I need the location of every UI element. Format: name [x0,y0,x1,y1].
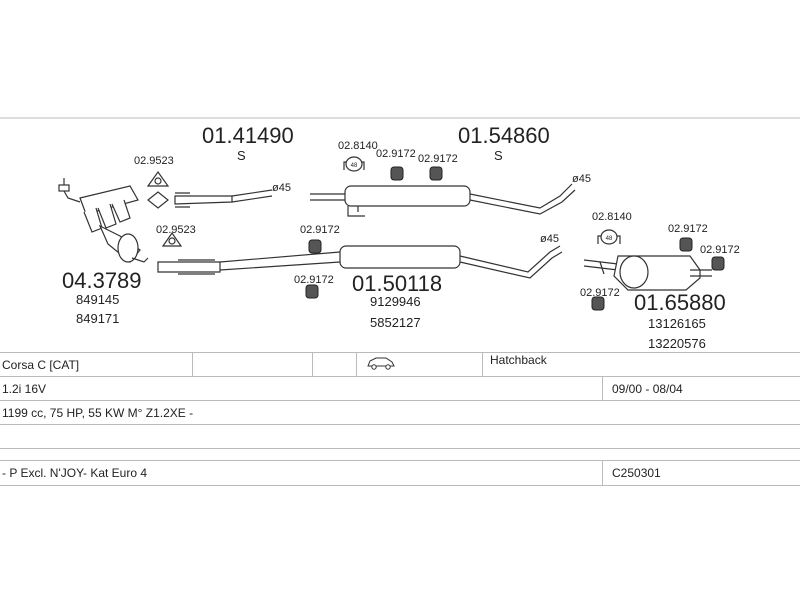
rear-silencer [583,255,712,291]
lambda-sensor [58,178,81,203]
table-row-specs: 1199 cc, 75 HP, 55 KW M° Z1.2XE - [0,400,800,425]
svg-text:48: 48 [606,236,613,242]
part-code-01-41490: 01.41490 [202,123,294,148]
bracket-upper: 48 [343,156,365,172]
hw-label-02-9172-d: 02.9172 [294,274,334,286]
hw-label-02-9172-f: 02.9172 [700,244,740,256]
engine-name: 1.2i 16V [2,382,47,396]
part-code-01-65880: 01.65880 [634,290,726,315]
model-name: Corsa C [CAT] [2,358,80,372]
hw-label-02-9172-a: 02.9172 [376,148,416,160]
part-ref-5852127: 5852127 [370,315,421,330]
table-row-notes: - P Excl. N'JOY- Kat Euro 4 C250301 [0,460,800,486]
hw-label-02-9172-c: 02.9172 [300,224,340,236]
hw-label-02-8140-upper: 02.8140 [338,140,378,152]
part-code-04-3789: 04.3789 [62,268,142,293]
table-row-model: Corsa C [CAT] Hatchback [0,352,800,377]
engine-specs: 1199 cc, 75 HP, 55 KW M° Z1.2XE - [2,406,194,420]
part-ref-849145: 849145 [76,292,119,307]
hw-label-02-9523-lower: 02.9523 [156,224,196,236]
hw-label-02-9523-upper: 02.9523 [134,155,174,167]
hw-label-02-9172-g: 02.9172 [580,287,620,299]
diameter-label-lower: ø45 [540,233,559,245]
front-pipe-upper [174,189,273,208]
production-period: 09/00 - 08/04 [612,382,683,396]
part-code-01-54860: 01.54860 [458,123,550,148]
manifold-catalyst [79,185,149,263]
diameter-label-front: ø45 [272,182,291,194]
part-ref-13126165: 13126165 [648,316,706,331]
part-ref-9129946: 9129946 [370,294,421,309]
hw-label-02-8140-rear: 02.8140 [592,211,632,223]
part-ref-849171: 849171 [76,311,119,326]
part-suffix-01-41490: S [237,148,246,163]
table-row-empty-2 [0,448,800,473]
front-pipe-lower [157,251,341,275]
part-code-01-50118: 01.50118 [352,271,442,296]
reference-code: C250301 [612,466,661,480]
bracket-rear: 48 [597,229,621,245]
middle-silencer-upper [310,183,576,217]
table-row-engine: 1.2i 16V 09/00 - 08/04 [0,376,800,401]
diameter-label-middle: ø45 [572,173,591,185]
gasket-upper [146,170,170,187]
body-type: Hatchback [490,353,547,367]
rubber-mounts [305,166,725,311]
hw-label-02-9172-e: 02.9172 [668,223,708,235]
car-icon [366,355,396,379]
hw-label-02-9172-b: 02.9172 [418,153,458,165]
table-row-empty [0,424,800,449]
gasket-third [147,191,169,209]
part-suffix-01-54860: S [494,148,503,163]
svg-text:48: 48 [351,163,358,169]
notes: - P Excl. N'JOY- Kat Euro 4 [2,466,148,480]
middle-silencer-lower [339,245,563,279]
gasket-lower [161,231,183,247]
part-ref-13220576: 13220576 [648,336,706,351]
